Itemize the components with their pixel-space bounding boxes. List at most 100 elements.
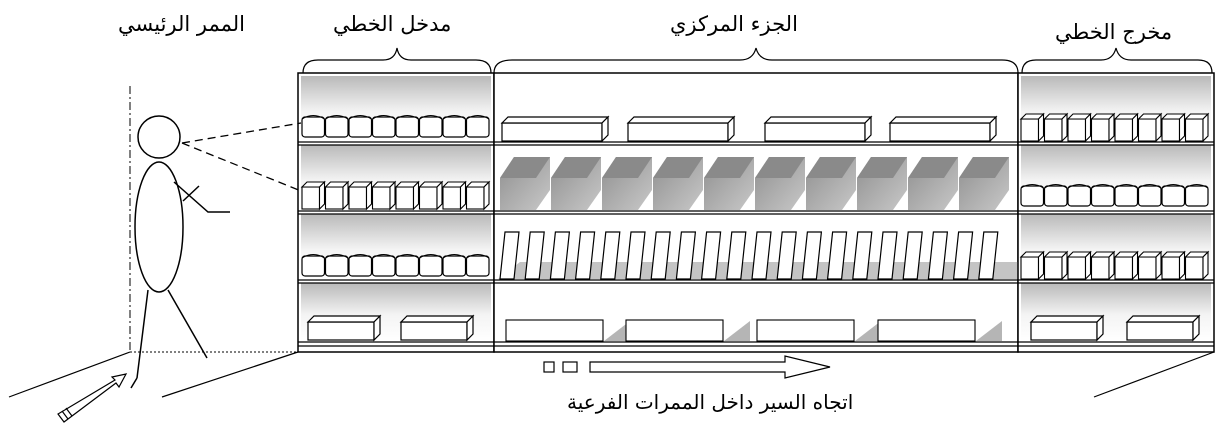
grey-box-row	[500, 157, 1009, 210]
can-product	[395, 253, 420, 277]
small-box-product	[1184, 112, 1210, 143]
small-box-product	[1019, 112, 1045, 143]
small-box-product	[1019, 250, 1045, 281]
box-product	[1125, 314, 1201, 342]
grey-box-product	[653, 157, 703, 210]
box-product	[306, 314, 382, 342]
can-product	[442, 253, 467, 277]
small-box-row	[300, 180, 491, 211]
small-box-product	[324, 180, 350, 211]
small-box-product	[1090, 112, 1116, 143]
small-box-product	[1043, 250, 1069, 281]
shopper-body	[134, 161, 184, 293]
can-row	[301, 253, 490, 277]
small-box-product	[1113, 250, 1139, 281]
long-box-row	[500, 115, 998, 143]
slanted-package	[675, 231, 697, 280]
box-product	[500, 115, 610, 143]
can-product	[1020, 183, 1045, 207]
small-box-product	[1160, 112, 1186, 143]
small-box-product	[1160, 250, 1186, 281]
small-box-product	[1137, 112, 1163, 143]
small-box-product	[1137, 250, 1163, 281]
can-product	[1184, 183, 1209, 207]
box-product	[626, 115, 736, 143]
slanted-package	[776, 231, 797, 280]
flat-box-product	[625, 319, 750, 342]
small-box-product	[300, 180, 326, 211]
slanted-package	[826, 231, 848, 280]
floor-perspective-lines	[8, 351, 1215, 398]
small-box-product	[1090, 250, 1116, 281]
grey-box-product	[755, 157, 805, 210]
grey-box-product	[500, 157, 550, 210]
small-box-product	[1066, 112, 1092, 143]
slanted-package	[978, 231, 999, 280]
can-row	[301, 114, 490, 138]
grey-box-product	[908, 157, 958, 210]
small-box-row	[1019, 112, 1210, 143]
slanted-package	[499, 231, 520, 280]
grey-box-product	[857, 157, 907, 210]
slanted-package	[877, 231, 898, 280]
flat-box-product	[756, 319, 881, 342]
central-shelf-unit	[493, 72, 1019, 353]
entrance-shelf-unit	[297, 72, 495, 353]
can-product	[324, 253, 349, 277]
small-box-product	[1066, 250, 1092, 281]
can-product	[1090, 183, 1115, 207]
can-product	[301, 114, 326, 138]
small-box-product	[371, 180, 397, 211]
grey-box-product	[806, 157, 856, 210]
box-product	[763, 115, 873, 143]
grey-box-product	[551, 157, 601, 210]
flat-box-product	[877, 319, 1002, 342]
walking-direction-label: اتجاه السير داخل الممرات الفرعية	[567, 390, 854, 414]
slanted-package	[549, 231, 571, 280]
can-product	[1043, 183, 1068, 207]
slanted-package	[625, 231, 646, 280]
grey-box-product	[602, 157, 652, 210]
can-product	[1114, 183, 1139, 207]
small-box-product	[441, 180, 467, 211]
small-box-product	[418, 180, 444, 211]
flat-box-row	[505, 319, 1002, 342]
slanted-package	[852, 231, 873, 280]
can-product	[465, 253, 490, 277]
small-box-product	[394, 180, 420, 211]
can-product	[324, 114, 349, 138]
flat-box-product	[505, 319, 630, 342]
can-product	[395, 114, 420, 138]
can-product	[418, 114, 443, 138]
slanted-box-row	[498, 231, 1018, 280]
slanted-package	[700, 231, 722, 280]
can-product	[301, 253, 326, 277]
box-row	[306, 314, 475, 342]
box-product	[1029, 314, 1105, 342]
exit-shelf-unit	[1017, 72, 1215, 353]
small-box-row	[1019, 250, 1210, 281]
can-row	[1020, 183, 1209, 207]
small-box-product	[1184, 250, 1210, 281]
can-product	[1161, 183, 1186, 207]
brace-entrance	[302, 47, 492, 74]
slanted-package	[726, 231, 747, 280]
line-of-sight	[181, 122, 302, 192]
slanted-package	[902, 231, 923, 280]
can-product	[442, 114, 467, 138]
shopper-arm	[173, 181, 230, 213]
brace-exit	[1021, 47, 1213, 74]
central-part-label: الجزء المركزي	[670, 12, 798, 36]
box-row	[1029, 314, 1201, 342]
aisle-exit-label: مخرج الخطي	[1055, 20, 1173, 44]
shopper-head	[137, 115, 181, 159]
can-product	[371, 253, 396, 277]
walking-direction-arrow	[543, 355, 831, 379]
slanted-package	[751, 231, 772, 280]
shopper-figure	[130, 115, 230, 389]
can-product	[1137, 183, 1162, 207]
slanted-package	[524, 231, 545, 280]
small-box-product	[1043, 112, 1069, 143]
